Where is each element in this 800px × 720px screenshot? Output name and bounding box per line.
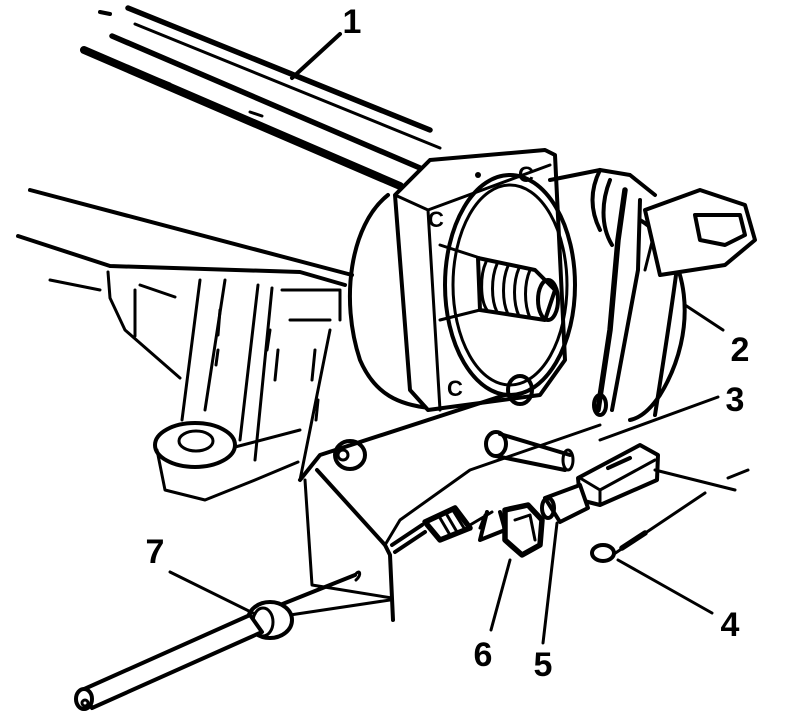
callout-7: 7 bbox=[145, 533, 165, 571]
leader-line-4 bbox=[616, 558, 714, 615]
flange-mark-c: C bbox=[447, 376, 463, 401]
callout-leaders bbox=[168, 32, 725, 645]
axle-tube bbox=[80, 5, 442, 190]
leader-line-6 bbox=[489, 558, 512, 632]
parking-brake-cable bbox=[74, 505, 507, 711]
callout-6: 6 bbox=[473, 636, 493, 674]
callout-3: 3 bbox=[725, 381, 745, 419]
cable-clevis-block bbox=[576, 443, 750, 507]
cable-mounting-bracket bbox=[298, 393, 602, 622]
leader-line-5 bbox=[541, 521, 559, 645]
callout-5: 5 bbox=[533, 646, 553, 684]
axle-flange: C C C bbox=[393, 148, 577, 412]
lock-nut bbox=[502, 502, 545, 558]
leader-line-3 bbox=[598, 395, 720, 442]
retaining-pin bbox=[590, 491, 707, 563]
axle-housing-bracket bbox=[16, 188, 354, 502]
leader-line-7 bbox=[168, 570, 257, 616]
leader-line-2 bbox=[683, 303, 725, 332]
parking-brake-lever bbox=[548, 168, 757, 417]
flange-mark-c: C bbox=[428, 207, 444, 232]
callout-1: 1 bbox=[342, 3, 362, 41]
callout-2: 2 bbox=[730, 331, 750, 369]
callout-4: 4 bbox=[720, 606, 740, 644]
leader-line-1 bbox=[290, 32, 342, 80]
clevis-bolt bbox=[484, 430, 575, 472]
adjusting-sleeve bbox=[540, 483, 590, 524]
